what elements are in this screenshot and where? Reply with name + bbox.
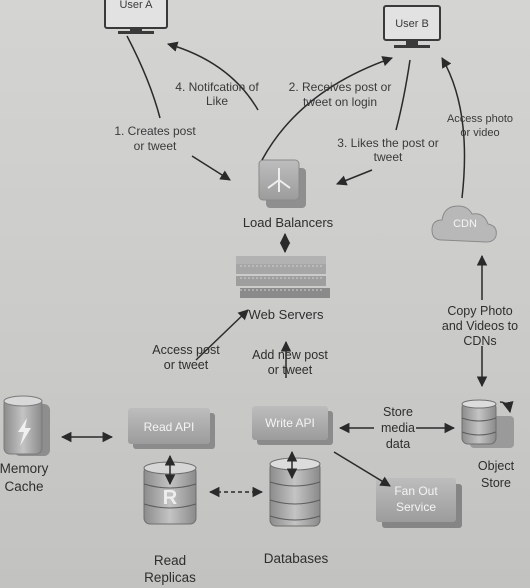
- replica-letter: R: [163, 487, 178, 509]
- fan-out-service-box: [376, 478, 462, 528]
- edge-store-line3: data: [385, 437, 411, 451]
- edge-access-photo-line2: or video: [460, 127, 500, 139]
- edge-add-post-line1: Add new post: [252, 348, 328, 362]
- arrow-b-likes-down: [395, 59, 411, 131]
- arrow-likes-to-lb: [336, 169, 373, 186]
- edge-receives-line1: 2. Receives post or: [288, 80, 392, 94]
- edge-copy-line3: CDNs: [463, 334, 497, 348]
- memory-cache-icon: [3, 395, 50, 456]
- arrow-to-lb-from-a: [191, 155, 231, 181]
- edge-copy-line1: Copy Photo: [447, 304, 513, 318]
- edge-store-line2: media: [380, 421, 416, 435]
- edge-creates-line2: or tweet: [133, 139, 177, 153]
- arrow-notif-to-a: [166, 41, 259, 111]
- arrow-cdn-to-b: [441, 57, 466, 199]
- user-a-label: User A: [119, 0, 153, 11]
- edge-likes-line1: 3. Likes the post or: [337, 136, 439, 150]
- arrow-access-post: [195, 309, 249, 361]
- user-a-monitor-icon: [104, 0, 168, 34]
- read-api-label: Read API: [143, 420, 195, 434]
- cdn-label: CDN: [453, 218, 477, 230]
- write-api-label: Write API: [265, 416, 315, 430]
- edge-likes-line2: tweet: [373, 150, 403, 164]
- object-store-label-line2: Store: [481, 476, 511, 490]
- object-store-icon: [461, 399, 514, 448]
- edge-access-post-line2: or tweet: [163, 358, 209, 372]
- web-servers-label: Web Servers: [248, 307, 324, 322]
- memory-cache-label-line2: Cache: [4, 479, 44, 494]
- memory-cache-label-line1: Memory: [0, 461, 49, 476]
- load-balancers-label: Load Balancers: [242, 215, 334, 230]
- fan-out-label-line1: Fan Out: [394, 484, 438, 498]
- read-api-box: [128, 408, 215, 449]
- read-replicas-label-line2: Replicas: [144, 570, 196, 585]
- edge-creates-line1: 1. Creates post: [114, 124, 196, 138]
- edge-receives-line2: tweet on login: [302, 95, 378, 109]
- edge-access-post-line1: Access post: [152, 343, 220, 357]
- edge-access-photo-line1: Access photo: [446, 113, 514, 125]
- edge-notif-line1: 4. Notifcation of: [175, 80, 259, 94]
- web-servers-icon: [236, 256, 330, 298]
- connector-arrows: [60, 35, 488, 498]
- read-replicas-icon: [143, 461, 197, 525]
- user-b-monitor-icon: [383, 5, 441, 48]
- load-balancer-icon: [258, 159, 306, 208]
- databases-icon: [269, 457, 321, 527]
- user-b-label: User B: [395, 18, 429, 30]
- object-store-label-line1: Object: [477, 459, 515, 473]
- arrow-user-a-down: [126, 35, 161, 119]
- write-api-box: [252, 406, 333, 445]
- arrow-receives-to-b: [261, 56, 393, 161]
- edge-store-line1: Store: [383, 405, 413, 419]
- edge-add-post-line2: or tweet: [267, 363, 313, 377]
- read-replicas-label-line1: Read: [153, 553, 187, 568]
- cdn-cloud-icon: [431, 205, 497, 243]
- databases-label: Databases: [263, 551, 329, 566]
- fan-out-label-line2: Service: [395, 500, 436, 514]
- arrow-write-fanout: [333, 451, 391, 487]
- edge-copy-line2: and Videos to: [441, 319, 519, 333]
- edge-notif-line2: Like: [205, 94, 228, 108]
